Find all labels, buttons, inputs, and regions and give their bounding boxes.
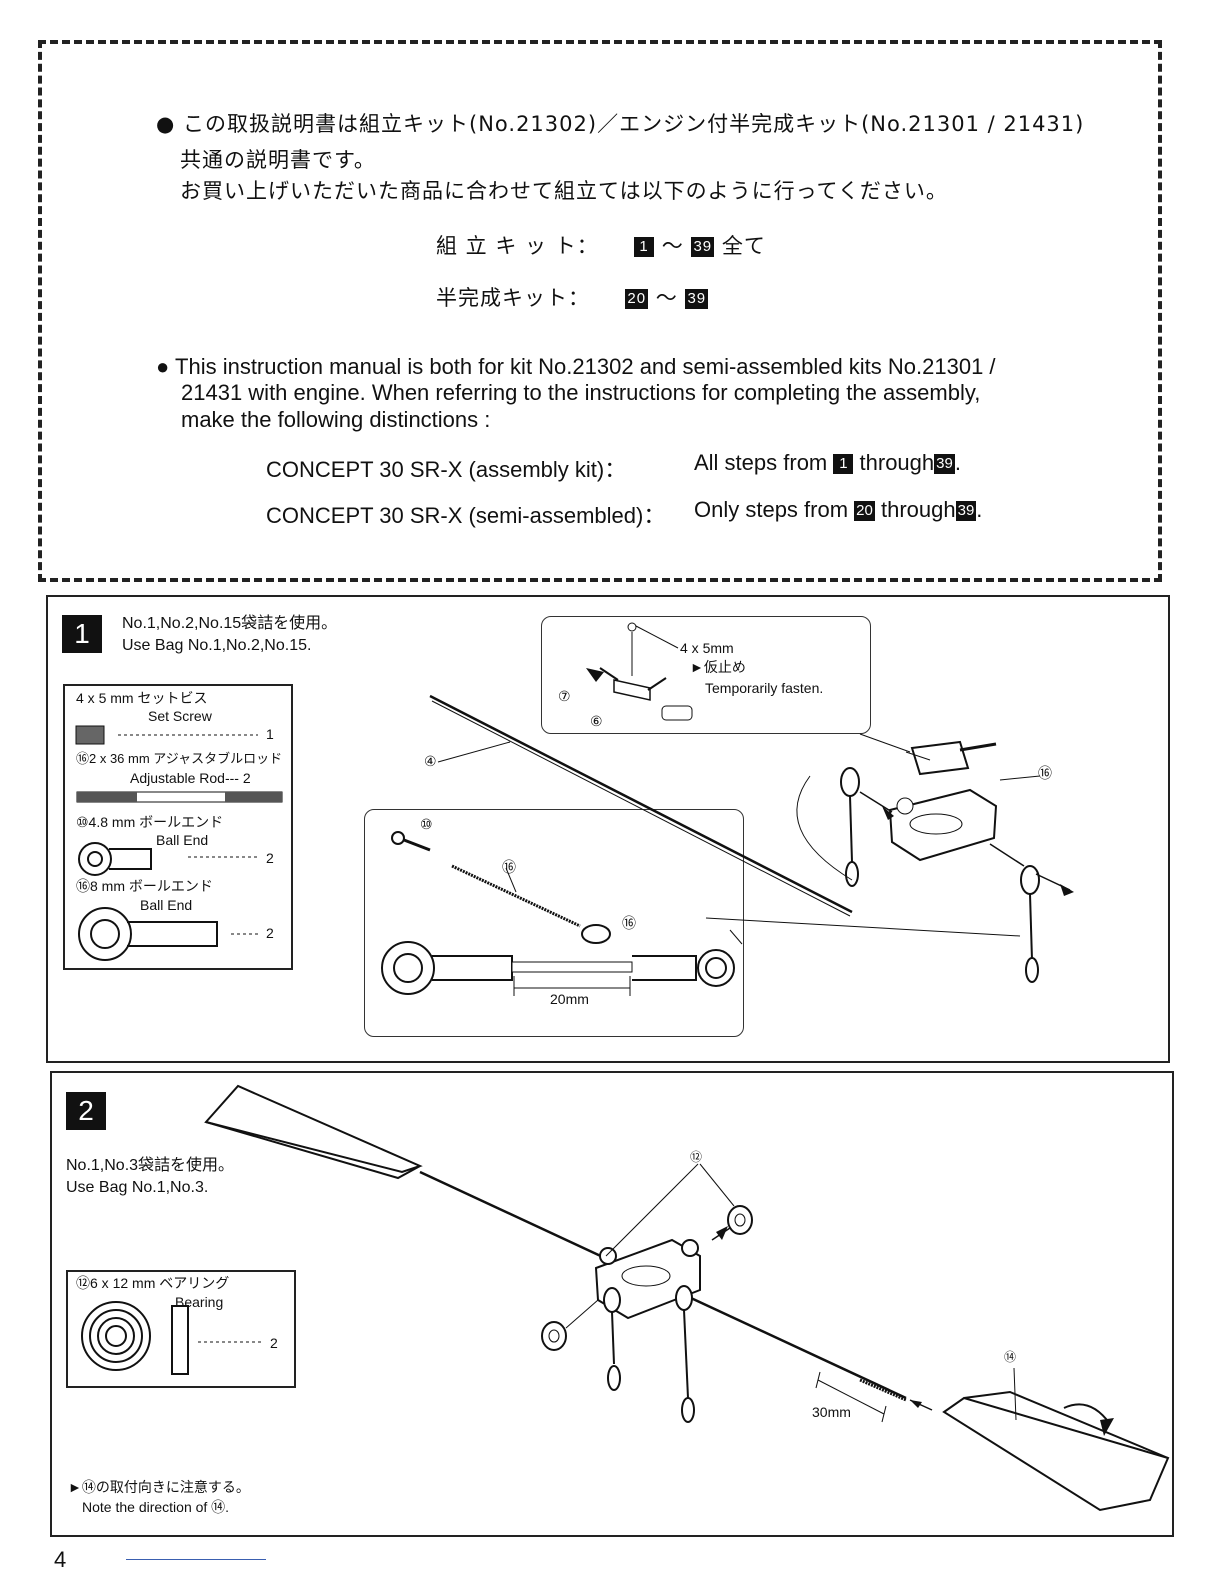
intro-en-line1: ● This instruction manual is both for ki… (156, 354, 996, 379)
intro-jp-line1: ● この取扱説明書は組立キット(No.21302)／エンジン付半完成キット(No… (156, 112, 1085, 136)
step2-bag-en: Use Bag No.1,No.3. (66, 1179, 209, 1196)
step1-panel (46, 595, 1170, 1063)
intro-en-line3: make the following distinctions : (181, 407, 491, 432)
part-label-7: ⑦ (558, 688, 571, 704)
part-en: Ball End (140, 897, 193, 913)
step1-callout-box (541, 616, 871, 734)
part-jp: ⑯2 x 36 mm アジャスタブルロッド (76, 751, 283, 766)
footer-rule (126, 1559, 266, 1560)
intro-jp-kit-row: 組 立 キ ッ ト： 1 ～ 39 全て (436, 234, 766, 258)
part-label-4: ④ (424, 753, 437, 769)
part-qty: 2 (266, 850, 274, 866)
step-badge: 39 (691, 237, 715, 257)
step1-rod-detail-box (364, 809, 744, 1037)
callout-en: Temporarily fasten. (705, 680, 824, 696)
part-qty: 2 (266, 925, 274, 941)
dim-30mm: 30mm (812, 1404, 851, 1420)
part-en: Adjustable Rod--- 2 (130, 770, 251, 786)
page-number: 4 (54, 1547, 67, 1572)
step1-parts-illustration (75, 725, 283, 961)
step-badge: 20 (854, 501, 875, 522)
intro-en-line2: 21431 with engine. When referring to the… (181, 380, 981, 405)
callout-jp: ►仮止め (690, 659, 746, 675)
step-badge: 1 (634, 237, 655, 257)
part-label-128: ⑫ (690, 1150, 703, 1164)
step-badge: 39 (934, 454, 955, 475)
part-label-148: ⑭ (1004, 1350, 1017, 1364)
step-badge: 39 (955, 501, 977, 522)
part-label-6: ⑥ (590, 713, 603, 729)
bullet-icon: ● (156, 112, 176, 136)
step2-bag-jp: No.1,No.3袋詰を使用。 (66, 1157, 235, 1174)
part-en: Ball End (156, 832, 209, 848)
part-qty: 2 (270, 1335, 278, 1351)
dim-20mm: 20mm (550, 991, 589, 1007)
row1-label: CONCEPT 30 SR-X (assembly kit)： (266, 457, 627, 482)
part-jp: ⑩4.8 mm ボールエンド (76, 814, 224, 830)
step1-bag-jp: No.1,No.2,No.15袋詰を使用。 (122, 615, 338, 632)
step-badge: 1 (833, 454, 854, 475)
bullet-icon: ● (156, 354, 170, 379)
step2-note-en: Note the direction of ⑭. (82, 1499, 230, 1515)
step2-panel (50, 1071, 1174, 1537)
callout-size: 4 x 5mm (680, 640, 734, 656)
intro-jp-line3: お買い上げいただいた商品に合わせて組立ては以下のように行ってください。 (180, 179, 948, 203)
intro-box (38, 40, 1162, 582)
intro-jp-semi-row: 半完成キット： 20 ～ 39 (436, 286, 709, 310)
step2-number: 2 (66, 1092, 106, 1130)
part-label-161: ⑯ (1038, 765, 1052, 781)
part-label-162: ⑯ (622, 915, 636, 931)
step-badge: 20 (625, 289, 649, 309)
part-label-10: ⑩ (420, 816, 433, 832)
row2-label: CONCEPT 30 SR-X (semi-assembled)： (266, 503, 666, 528)
part-jp: ⑯8 mm ボールエンド (76, 878, 213, 894)
step2-note-jp: ►⑭の取付向きに注意する。 (68, 1479, 250, 1495)
part-label-163: ⑯ (502, 859, 516, 875)
part-qty: 1 (266, 726, 274, 742)
part-en: Set Screw (148, 708, 212, 724)
part-jp: 4 x 5 mm セットビス (76, 690, 208, 706)
part-jp: ⑫6 x 12 mm ベアリング (76, 1275, 230, 1291)
intro-jp-line2: 共通の説明書です。 (180, 148, 376, 172)
step1-number: 1 (62, 615, 102, 653)
step-badge: 39 (685, 289, 709, 309)
step1-bag-en: Use Bag No.1,No.2,No.15. (122, 637, 312, 654)
